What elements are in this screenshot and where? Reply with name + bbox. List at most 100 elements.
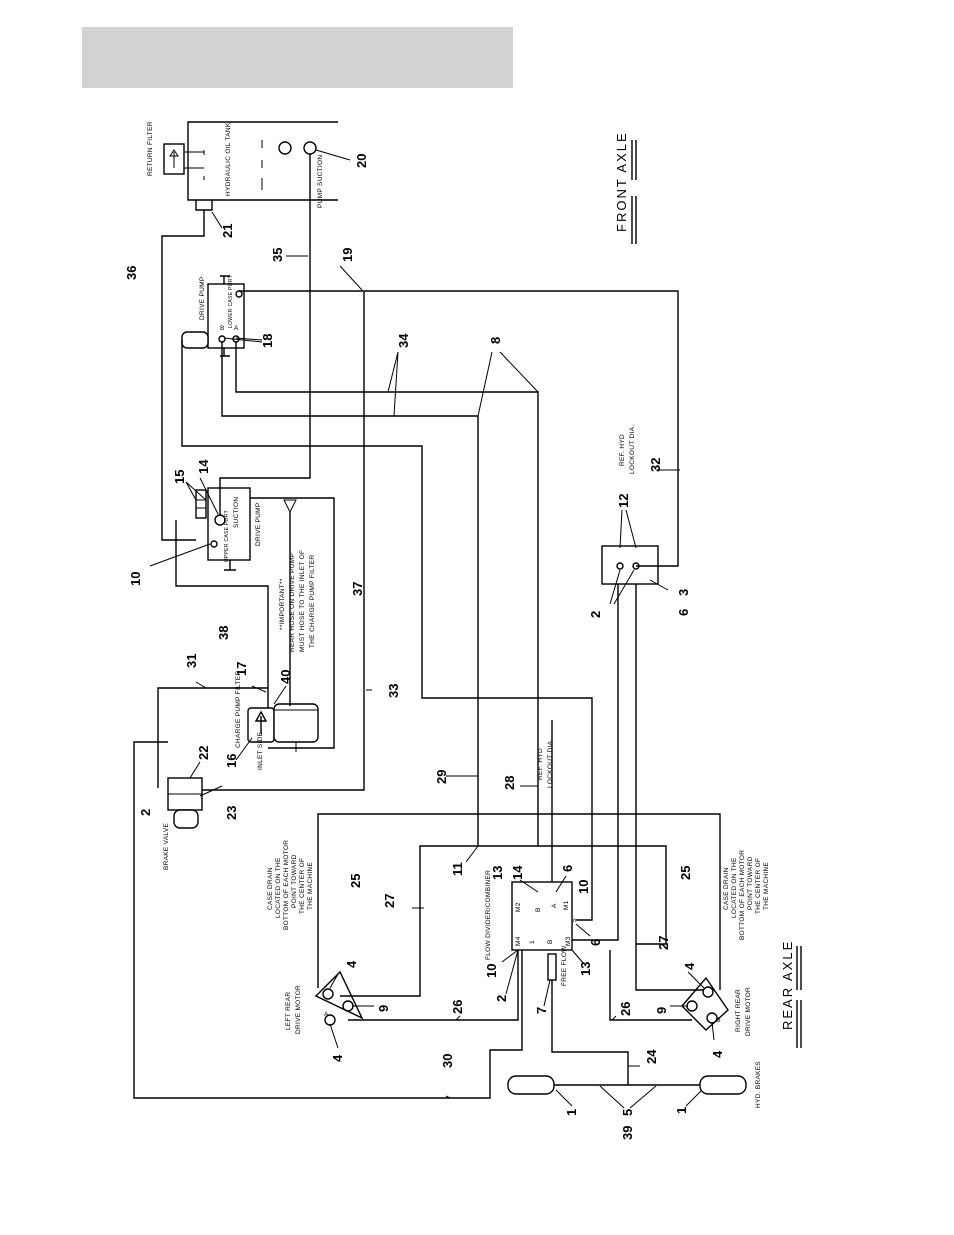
- callout-10-fd: 10: [576, 880, 591, 894]
- callout-4-right-top: 4: [682, 962, 697, 970]
- return-filter: RETURN FILTER: [147, 121, 204, 176]
- callout-19: 19: [340, 248, 355, 262]
- suction-label: SUCTION: [233, 497, 240, 528]
- callout-36: 36: [124, 266, 139, 280]
- callout-10-fd3: 10: [484, 964, 499, 978]
- callout-32: 32: [648, 458, 663, 472]
- callout-25-left: 25: [348, 874, 363, 888]
- hydraulic-oil-tank: HYDRAULIC OIL TANK PUMP SUCTION: [187, 121, 338, 211]
- callout-14-fd: 14: [510, 865, 525, 880]
- pump-suction-label: PUMP SUCTION: [317, 155, 324, 208]
- flow-divider-label: FLOW DIVIDER/COMBINER: [485, 870, 492, 960]
- svg-text:RIGHT REAR: RIGHT REAR: [735, 989, 742, 1032]
- callout-33: 33: [386, 684, 401, 698]
- svg-text:B: B: [716, 1017, 721, 1024]
- hyd-brakes: HYD. BRAKES: [507, 1061, 762, 1108]
- drive-pump-top: DRIVE PUMP LOWER CASE PORT B A: [181, 275, 245, 357]
- callout-24: 24: [644, 1049, 659, 1064]
- callout-6-top: 6: [676, 609, 691, 616]
- callout-11: 11: [450, 862, 465, 876]
- right-rear-drive-motor: B RIGHT REAR DRIVE MOTOR: [681, 976, 752, 1036]
- case-drain-right-note: CASE DRAIN LOCATED ON THE BOTTOM OF EACH…: [723, 850, 770, 940]
- svg-text:CASE DRAIN: CASE DRAIN: [723, 867, 730, 910]
- port-a-label: A: [234, 325, 239, 332]
- rear-axle: REAR AXLE: [780, 940, 802, 1048]
- svg-text:POINT TOWARD: POINT TOWARD: [291, 854, 298, 908]
- svg-text:DRIVE MOTOR: DRIVE MOTOR: [745, 987, 752, 1036]
- callout-5: 5: [620, 1109, 635, 1116]
- callouts: 20 21 36 35 19 18 34 8 15 14 10 32 12 37…: [124, 154, 725, 1140]
- brake-valve-label: BRAKE VALVE: [163, 823, 170, 870]
- charge-pump-filter: CHARGE PUMP FILTER INLET SIDE: [235, 671, 319, 770]
- tank-port-circle: [278, 141, 292, 155]
- return-filter-label: RETURN FILTER: [147, 121, 154, 176]
- callout-9-right: 9: [654, 1007, 669, 1014]
- svg-text:THE CHARGE PUMP FILTER: THE CHARGE PUMP FILTER: [309, 555, 316, 648]
- callout-14: 14: [196, 459, 211, 474]
- callout-2-top: 2: [588, 611, 603, 618]
- inlet-side-label: INLET SIDE: [257, 731, 264, 770]
- callout-39: 39: [620, 1126, 635, 1140]
- svg-text:M3: M3: [565, 936, 572, 946]
- svg-text:B: B: [535, 907, 542, 912]
- callout-23: 23: [224, 806, 239, 820]
- svg-text:THE MACHINE: THE MACHINE: [763, 862, 770, 910]
- rear-axle-label: REAR AXLE: [780, 940, 795, 1030]
- left-rear-drive-motor: A LEFT REAR DRIVE MOTOR: [285, 970, 364, 1034]
- lower-case-port-label: LOWER CASE PORT: [228, 275, 234, 328]
- svg-text:M4: M4: [515, 936, 522, 946]
- svg-text:A: A: [551, 903, 558, 908]
- callout-4-left-bottom: 4: [330, 1054, 345, 1062]
- svg-text:LOCKOUT DIA.: LOCKOUT DIA.: [629, 425, 636, 474]
- drive-pump-mid-label: DRIVE PUMP: [255, 503, 262, 546]
- callout-27-right: 27: [656, 936, 671, 950]
- callout-17: 17: [234, 662, 249, 676]
- callout-4-right-bottom: 4: [710, 1050, 725, 1058]
- callout-18: 18: [260, 334, 275, 348]
- callout-26-left: 26: [450, 1000, 465, 1014]
- callout-1-left: 1: [564, 1109, 579, 1116]
- callout-1-right: 1: [674, 1107, 689, 1114]
- hyd-lockout-block: REF. HYD LOCKOUT DIA.: [601, 425, 659, 585]
- callout-2-fd: 2: [494, 995, 509, 1002]
- callout-22: 22: [196, 746, 211, 760]
- callout-38: 38: [216, 626, 231, 640]
- callout-6-fd2: 6: [588, 939, 603, 946]
- callout-31: 31: [184, 654, 199, 668]
- charge-pump-filter-label: CHARGE PUMP FILTER: [235, 671, 242, 748]
- upper-case-port-label: UPPER CASE PORT: [224, 510, 230, 562]
- callout-34: 34: [396, 333, 411, 348]
- svg-text:CASE DRAIN: CASE DRAIN: [267, 867, 274, 910]
- svg-text:POINT TOWARD: POINT TOWARD: [747, 856, 754, 910]
- svg-text:LOCATED ON THE: LOCATED ON THE: [731, 857, 738, 918]
- callout-28: 28: [502, 776, 517, 790]
- upper-case-port: [210, 540, 218, 548]
- svg-text:REAR HOSE ON DRIVE PUMP: REAR HOSE ON DRIVE PUMP: [289, 553, 296, 652]
- callout-4-left-top: 4: [344, 960, 359, 968]
- svg-text:BOTTOM OF EACH MOTOR: BOTTOM OF EACH MOTOR: [739, 850, 746, 940]
- callout-9-left: 9: [376, 1005, 391, 1012]
- svg-text:REF. HYD: REF. HYD: [619, 434, 626, 466]
- hyd-brakes-label: HYD. BRAKES: [755, 1061, 762, 1108]
- front-axle-label: FRONT AXLE: [614, 131, 629, 232]
- svg-text:DRIVE MOTOR: DRIVE MOTOR: [295, 985, 302, 1034]
- svg-text:THE CENTER OF: THE CENTER OF: [755, 858, 762, 914]
- oil-tank-label: HYDRAULIC OIL TANK: [225, 122, 232, 196]
- callout-37: 37: [350, 582, 365, 596]
- svg-text:REF. HYD: REF. HYD: [537, 748, 544, 780]
- callout-12: 12: [616, 494, 631, 508]
- svg-text:1: 1: [529, 940, 536, 944]
- callout-30: 30: [440, 1054, 455, 1068]
- callout-16: 16: [224, 754, 239, 768]
- svg-text:A: A: [324, 1011, 329, 1018]
- svg-text:5: 5: [571, 918, 578, 922]
- pump-suction-port: [303, 141, 317, 155]
- callout-3: 3: [676, 589, 691, 596]
- callout-6-fd: 6: [560, 865, 575, 872]
- svg-text:MUST HOSE TO THE INLET OF: MUST HOSE TO THE INLET OF: [299, 550, 306, 652]
- brake-valve: BRAKE VALVE: [163, 777, 203, 870]
- callout-27-left: 27: [382, 894, 397, 908]
- svg-text:M2: M2: [515, 902, 522, 912]
- callout-7: 7: [534, 1007, 549, 1014]
